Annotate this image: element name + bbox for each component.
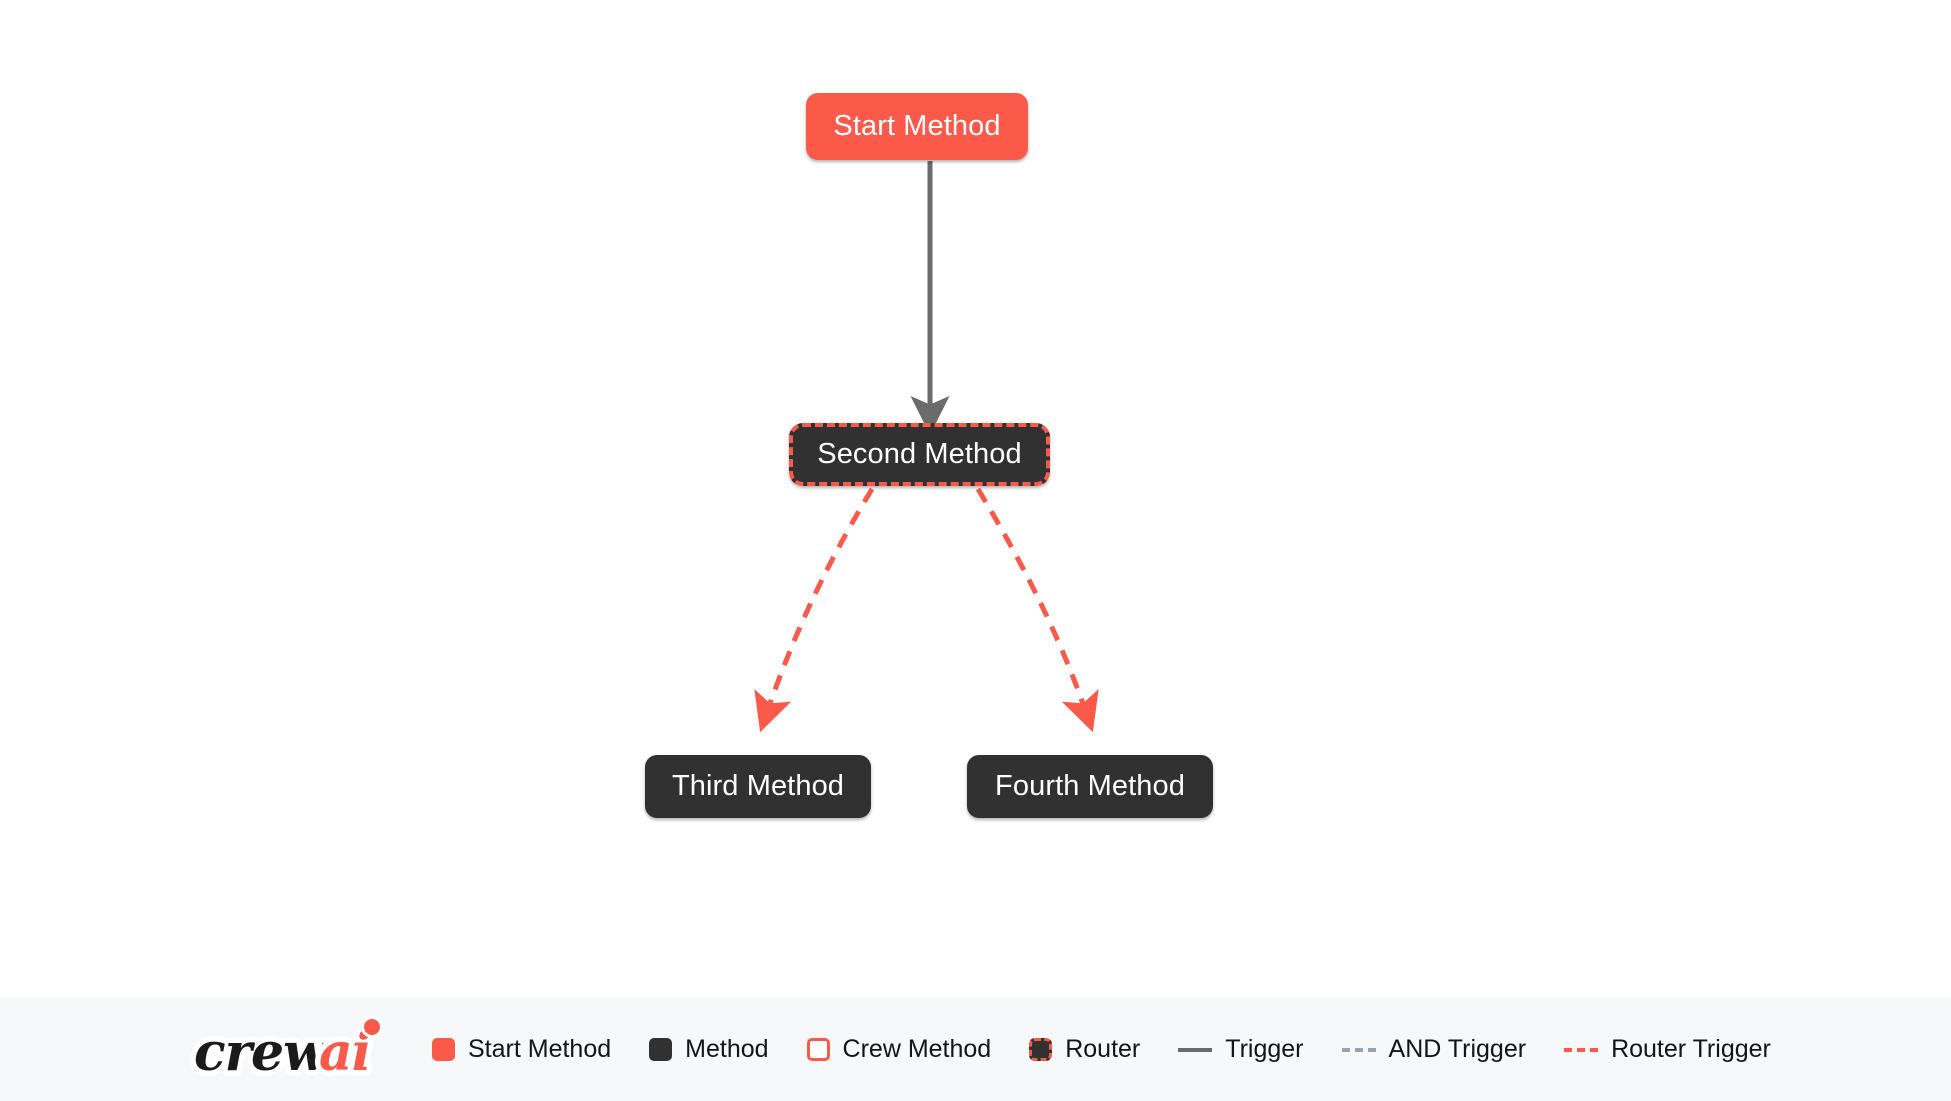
flow-node-label: Fourth Method — [995, 770, 1185, 802]
legend-item-and-trigger: AND Trigger — [1341, 1035, 1527, 1064]
flow-node-label: Second Method — [817, 438, 1022, 470]
crewai-logo-outline-crew: crew — [194, 1022, 330, 1083]
legend-label: Router Trigger — [1611, 1035, 1771, 1063]
trigger-line-icon — [1178, 1047, 1213, 1052]
legend-item-trigger: Trigger — [1178, 1035, 1304, 1064]
flow-node-start-method[interactable]: Start Method — [806, 93, 1028, 160]
crew-method-swatch-icon — [806, 1038, 830, 1061]
and-trigger-line-icon — [1341, 1047, 1376, 1052]
start-method-swatch-icon — [432, 1038, 455, 1061]
flow-canvas[interactable]: Start Method Second Method Third Method … — [0, 0, 1951, 998]
edge-second-to-fourth — [975, 487, 1099, 733]
legend-label: Trigger — [1225, 1035, 1304, 1063]
flow-node-label: Third Method — [671, 770, 845, 802]
legend-label: AND Trigger — [1388, 1035, 1527, 1063]
legend-item-method: Method — [649, 1035, 769, 1064]
edge-second-to-third — [754, 487, 875, 733]
legend-label: Method — [685, 1035, 769, 1063]
legend-item-start-method: Start Method — [432, 1035, 611, 1064]
flow-node-label: Start Method — [833, 110, 1001, 142]
flow-node-second-method[interactable]: Second Method — [789, 423, 1050, 486]
legend-item-router: Router — [1029, 1035, 1140, 1064]
legend-label: Crew Method — [842, 1035, 992, 1063]
crewai-logo-dot — [364, 1018, 380, 1035]
legend-label: Start Method — [468, 1035, 612, 1063]
router-swatch-icon — [1029, 1038, 1053, 1061]
flow-node-fourth-method[interactable]: Fourth Method — [967, 755, 1213, 818]
legend-item-router-trigger: Router Trigger — [1564, 1035, 1771, 1064]
legend-label: Router — [1065, 1035, 1141, 1063]
crewai-logo-text-crew: crew — [194, 1022, 330, 1083]
router-trigger-line-icon — [1564, 1047, 1599, 1052]
method-swatch-icon — [649, 1038, 673, 1061]
flow-node-third-method[interactable]: Third Method — [645, 755, 871, 818]
flow-legend-bar: crew crew ai ai Start Method Method Crew… — [0, 998, 1951, 1101]
crewai-logo: crew crew ai ai — [189, 1015, 383, 1086]
legend-item-crew-method: Crew Method — [806, 1035, 992, 1064]
